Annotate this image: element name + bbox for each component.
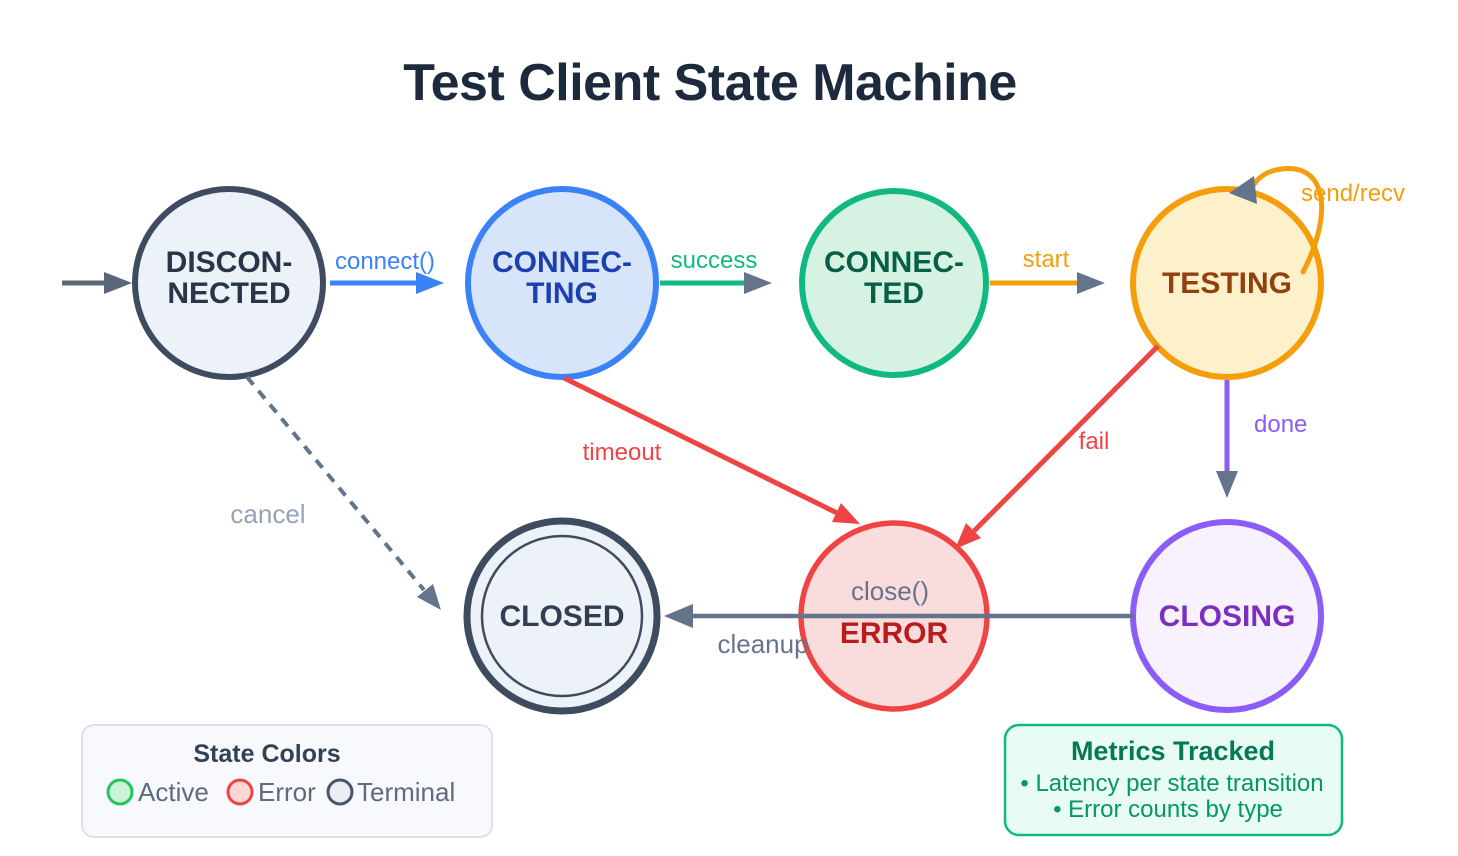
transition-close-label: close() — [851, 576, 929, 606]
state-connected-label-line2: TED — [864, 277, 924, 310]
state-connecting: CONNEC- TING — [465, 186, 659, 380]
page-title: Test Client State Machine — [403, 54, 1017, 112]
transition-success-label: success — [671, 247, 758, 274]
transition-start: start — [990, 246, 1105, 294]
legend-swatch-error-icon — [226, 778, 254, 806]
transition-connect-label: connect() — [335, 248, 435, 275]
transition-timeout: timeout — [562, 375, 860, 524]
state-testing: TESTING — [1130, 186, 1324, 380]
transition-success: success — [660, 247, 772, 294]
metrics-title: Metrics Tracked — [1071, 736, 1275, 766]
send-recv-loop-line — [1249, 166, 1324, 275]
transition-fail: fail — [955, 344, 1160, 549]
state-connecting-label-line1: CONNEC- — [492, 246, 632, 279]
state-disconnected-label-line1: DISCON- — [166, 246, 293, 279]
state-testing-circle — [1130, 186, 1324, 380]
arrowhead-success — [744, 272, 772, 294]
legend-box — [81, 724, 493, 838]
legend-swatch-active-icon — [106, 778, 134, 806]
legend-title: State Colors — [193, 740, 340, 768]
transition-initial — [62, 272, 132, 294]
state-closing-label: CLOSING — [1159, 600, 1296, 633]
state-disconnected: DISCON- NECTED — [132, 186, 326, 380]
transitions-layer: connect() success start send/recv timeou… — [62, 166, 1405, 659]
state-closed-label: CLOSED — [499, 600, 624, 633]
transition-cancel: cancel — [230, 375, 441, 610]
arrowhead-timeout — [832, 503, 860, 524]
metrics-item-errors: • Error counts by type — [1053, 796, 1283, 823]
state-closed-inner-circle — [480, 534, 644, 698]
arrowhead-cancel — [417, 584, 441, 610]
arrowhead-start — [1077, 272, 1105, 294]
state-connected-circle — [799, 188, 989, 378]
transition-cleanup-label: cleanup — [717, 629, 808, 659]
states-layer: DISCON- NECTED CONNEC- TING CONNEC- TED … — [132, 186, 1324, 715]
state-testing-label: TESTING — [1162, 267, 1292, 300]
transition-send-recv: send/recv — [1229, 166, 1405, 275]
arrowhead-done — [1216, 471, 1238, 498]
state-disconnected-circle — [132, 186, 326, 380]
cancel-arrow-line — [245, 375, 426, 592]
legend-item-active: Active — [138, 777, 209, 807]
state-connecting-circle — [465, 186, 659, 380]
timeout-arrow-line — [562, 375, 839, 516]
state-closed-outer-circle — [463, 517, 661, 715]
transition-fail-label: fail — [1079, 428, 1110, 455]
fail-arrow-line — [972, 344, 1160, 533]
state-closing: CLOSING — [1130, 519, 1324, 713]
legend-swatch-terminal-icon — [326, 778, 354, 806]
legend-item-error: Error — [258, 777, 316, 807]
arrowhead-fail — [955, 523, 981, 549]
state-error-label: ERROR — [840, 617, 949, 650]
transition-cleanup: cleanup — [664, 604, 1134, 659]
state-closed: CLOSED — [463, 517, 661, 715]
metrics-box — [1003, 723, 1344, 837]
transition-timeout-label: timeout — [583, 439, 662, 466]
legend-item-terminal: Terminal — [357, 777, 455, 807]
state-connected-label-line1: CONNEC- — [824, 246, 964, 279]
state-disconnected-label-line2: NECTED — [167, 277, 290, 310]
arrowhead-initial — [104, 272, 132, 294]
transition-send-recv-label: send/recv — [1301, 180, 1405, 207]
state-connecting-label-line2: TING — [526, 277, 598, 310]
arrowhead-connect — [416, 272, 444, 294]
transition-done-label: done — [1254, 411, 1307, 438]
state-connected: CONNEC- TED — [799, 188, 989, 378]
transition-start-label: start — [1023, 246, 1070, 273]
arrowhead-send-recv — [1229, 176, 1257, 204]
transition-done: done — [1216, 380, 1307, 498]
legend-metrics: Metrics Tracked • Latency per state tran… — [1003, 723, 1344, 837]
transition-connect: connect() — [330, 248, 444, 294]
arrowhead-cleanup — [664, 604, 693, 628]
transition-cancel-label: cancel — [230, 499, 305, 529]
metrics-item-latency: • Latency per state transition — [1020, 770, 1323, 797]
legend-state-colors: State Colors Active Error Terminal — [81, 724, 493, 838]
